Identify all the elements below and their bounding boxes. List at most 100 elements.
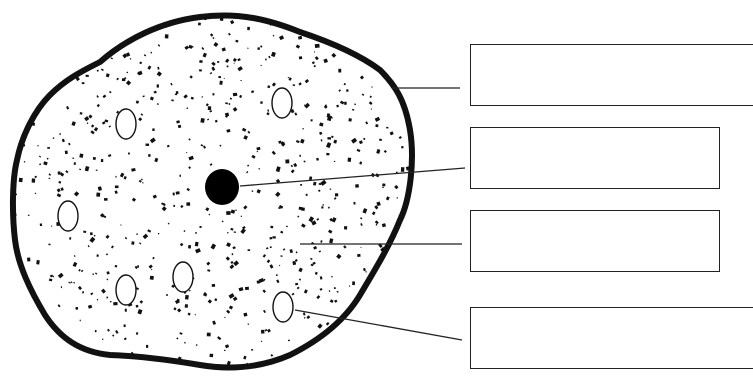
- granule: [198, 23, 201, 26]
- granule: [165, 34, 169, 38]
- granule: [199, 69, 202, 71]
- granule: [176, 191, 180, 194]
- granule: [67, 72, 69, 74]
- granule: [146, 345, 148, 348]
- granule: [124, 324, 126, 327]
- granule: [248, 249, 251, 251]
- granule: [270, 24, 272, 26]
- granule: [69, 237, 71, 240]
- granule: [327, 137, 331, 139]
- granule: [208, 106, 211, 110]
- granule: [65, 151, 68, 155]
- granule: [178, 125, 181, 128]
- granule: [93, 157, 96, 160]
- granule: [315, 44, 320, 48]
- granule: [401, 167, 405, 172]
- vacuole: [116, 275, 136, 305]
- granule: [120, 224, 121, 225]
- granule: [247, 27, 250, 30]
- granule: [79, 154, 83, 158]
- granule: [186, 202, 190, 206]
- granule: [299, 155, 301, 157]
- granule: [186, 152, 187, 153]
- granule: [47, 147, 50, 149]
- granule: [200, 118, 204, 123]
- granule: [74, 162, 76, 165]
- granule: [355, 184, 359, 188]
- granule: [353, 202, 355, 205]
- granule: [113, 302, 117, 305]
- granule: [334, 287, 336, 289]
- vacuole: [273, 292, 293, 322]
- granule: [226, 211, 230, 215]
- granule: [82, 291, 84, 293]
- granule: [84, 58, 85, 60]
- granule: [218, 76, 221, 78]
- granule: [82, 82, 85, 84]
- granule: [397, 255, 401, 259]
- granule: [185, 295, 189, 300]
- granule: [272, 236, 275, 238]
- granule: [352, 281, 355, 285]
- granule: [348, 158, 352, 162]
- granule: [185, 304, 188, 308]
- label-box-3[interactable]: [470, 210, 720, 272]
- granule: [80, 112, 83, 115]
- granule: [176, 91, 179, 94]
- granule: [58, 171, 61, 174]
- granule: [344, 102, 347, 105]
- granule: [261, 330, 265, 334]
- granule: [232, 253, 233, 255]
- granule: [288, 340, 290, 341]
- granule: [321, 206, 323, 208]
- granule: [212, 284, 215, 287]
- granule: [360, 307, 363, 310]
- granule: [150, 276, 154, 280]
- granule: [104, 198, 108, 201]
- granule: [152, 128, 155, 131]
- granule: [270, 246, 272, 248]
- granule: [146, 144, 150, 147]
- granule: [195, 232, 197, 234]
- granule: [131, 241, 134, 245]
- granule: [257, 47, 260, 50]
- granule: [136, 305, 139, 308]
- granule: [31, 122, 35, 125]
- granule: [344, 226, 347, 230]
- granule: [407, 214, 411, 218]
- vacuole: [116, 109, 136, 139]
- label-box-1[interactable]: [470, 44, 753, 106]
- granule: [148, 154, 150, 157]
- granule: [219, 81, 222, 85]
- granule: [73, 64, 76, 67]
- granule: [157, 84, 159, 87]
- granule: [137, 265, 139, 267]
- granule: [265, 59, 267, 61]
- granule: [321, 139, 323, 141]
- granule: [97, 70, 99, 72]
- granule: [28, 215, 30, 216]
- nucleus: [205, 169, 239, 205]
- granule: [382, 183, 385, 186]
- granule: [386, 127, 388, 129]
- granule: [270, 226, 273, 229]
- granule: [286, 226, 288, 227]
- granule: [260, 101, 263, 104]
- granule: [173, 205, 175, 207]
- granule: [188, 245, 191, 249]
- granule: [379, 139, 382, 141]
- granule: [96, 193, 100, 197]
- granule: [27, 258, 30, 262]
- granule: [85, 75, 88, 77]
- granule: [306, 194, 308, 196]
- label-box-4[interactable]: [470, 307, 753, 369]
- label-box-2[interactable]: [470, 127, 720, 189]
- granule: [401, 146, 403, 148]
- granule: [76, 307, 79, 310]
- granule: [212, 93, 214, 95]
- granule: [245, 287, 249, 290]
- granule: [117, 40, 120, 44]
- granule: [346, 89, 348, 91]
- granule: [217, 61, 219, 63]
- vacuole: [272, 88, 292, 118]
